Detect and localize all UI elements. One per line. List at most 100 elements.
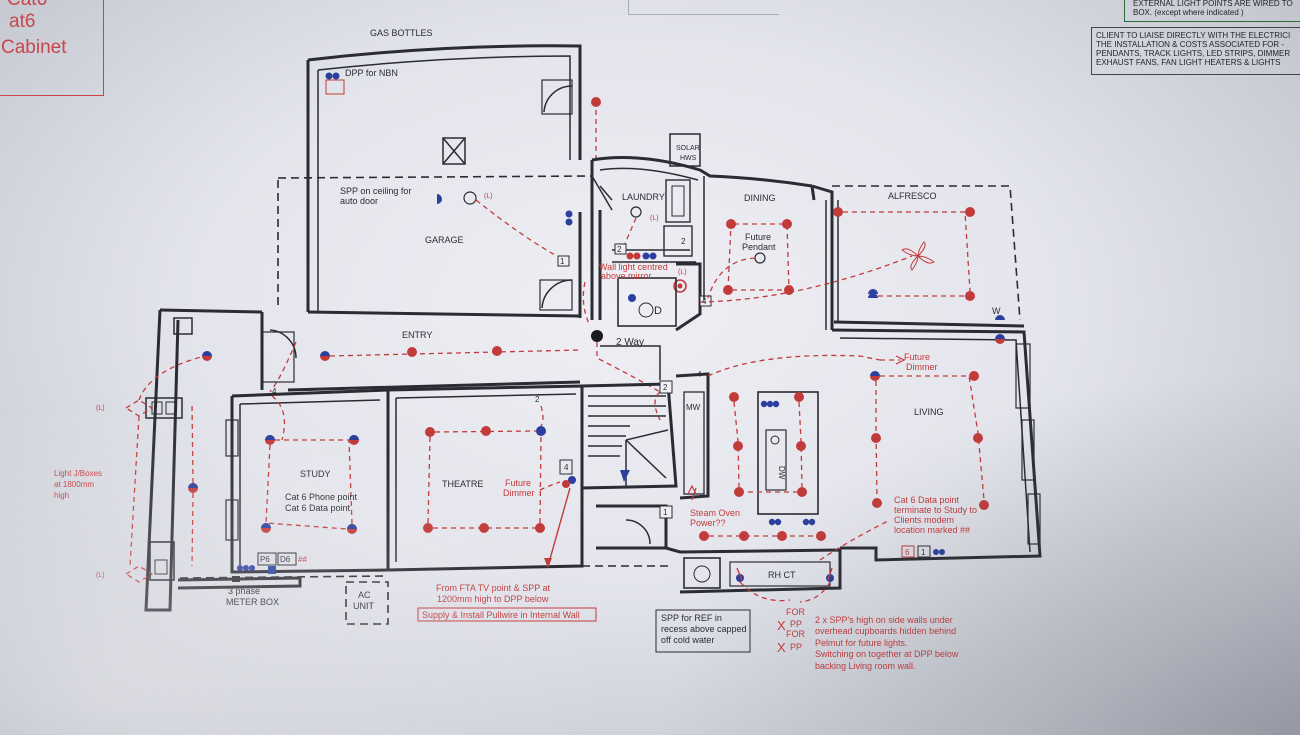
- cross-mark-icon: X: [777, 640, 786, 655]
- room-label: GARAGE: [425, 235, 464, 245]
- annotation-spp-ref: recess above capped: [661, 624, 747, 634]
- annotation-spp-side: overhead cupboards hidden behind: [815, 626, 956, 636]
- annotation-study-points: Cat 6 Data point: [285, 503, 351, 513]
- theatre-area: [387, 384, 584, 572]
- client-note-line: PENDANTS, TRACK LIGHTS, LED STRIPS, DIMM…: [1096, 49, 1291, 58]
- annotation-cat6-living: terminate to Study to: [894, 505, 977, 515]
- dining-area: [703, 176, 878, 330]
- l-mark: (L): [96, 405, 105, 412]
- two-way-switch-icon: [591, 330, 603, 342]
- switch-number: 4: [697, 370, 702, 379]
- room-label: W: [992, 306, 1001, 316]
- client-note: CLIENT TO LIAISE DIRECTLY WITH THE ELECT…: [1091, 27, 1300, 75]
- annotation-wall-light: Wall light centred: [599, 262, 668, 272]
- annotation-for: FOR: [786, 607, 805, 617]
- power-outlet-icon: [437, 194, 442, 204]
- annotation-light-boxes: Light J/Boxes: [54, 469, 102, 478]
- note-line: BOX. (except where indicated ): [1133, 8, 1244, 17]
- legend-line: at6: [9, 11, 36, 32]
- annotation-future-pendant: Pendant: [742, 242, 776, 252]
- annotation-future-dimmer: Future: [505, 478, 531, 488]
- annotation-ftv: 1200mm high to DPP below: [437, 594, 549, 604]
- l-mark: (L): [650, 215, 659, 222]
- ceiling-fan-icon: [901, 241, 935, 271]
- l-mark: (L): [96, 572, 105, 579]
- study-code: P6: [260, 555, 270, 564]
- spp-ref-box: [655, 609, 751, 653]
- pullwire-box: [417, 607, 597, 622]
- client-note-line: THE INSTALLATION & COSTS ASSOCIATED FOR …: [1096, 40, 1285, 49]
- annotation-pp: PP: [790, 642, 802, 652]
- switch-number: 4: [702, 297, 707, 306]
- switch-number: 1: [560, 257, 565, 266]
- living-area: [819, 328, 1042, 562]
- room-label: D: [654, 305, 662, 317]
- switch-number: 2: [663, 383, 668, 392]
- room-label: DW: [777, 466, 786, 480]
- switch-number: 2: [617, 245, 622, 254]
- room-label: ENTRY: [402, 330, 432, 340]
- annotation-dpp: DPP for NBN: [345, 68, 398, 78]
- study-code: D6: [280, 555, 291, 564]
- alfresco-area: [699, 185, 1025, 330]
- outside-units: [177, 565, 670, 625]
- switch-number: 2: [535, 395, 540, 404]
- annotation-spp-side: Pelmut for future lights.: [815, 638, 908, 648]
- porch-area: [124, 308, 297, 612]
- annotation-steam-oven: Power??: [690, 518, 726, 528]
- switch-number: 2: [681, 237, 686, 246]
- switch-number: 4: [272, 387, 277, 396]
- room-label: DINING: [744, 193, 776, 203]
- annotation-cat6-living: Cat 6 Data point: [894, 495, 960, 505]
- sheet-edge: [628, 0, 779, 15]
- room-label: LAUNDRY: [622, 192, 665, 202]
- entry-area: [202, 281, 661, 393]
- cross-mark-icon: X: [777, 618, 786, 633]
- light-jbox-icon: [124, 565, 154, 583]
- annotation-spp: SPP on ceiling for: [340, 186, 411, 196]
- annotation-wall-light: above mirror: [601, 271, 652, 281]
- annotation-future-dimmer: Dimmer: [906, 362, 938, 372]
- annotation-light-boxes: at 1800mm: [54, 480, 94, 489]
- kitchen-area: [665, 354, 881, 603]
- garage-walls: [277, 44, 593, 318]
- annotation-pp: PP: [790, 619, 802, 629]
- room-label: LIVING: [914, 407, 944, 417]
- switch-number: 4: [564, 463, 569, 472]
- ceiling-fan-box: [442, 137, 466, 165]
- room-label: ALFRESCO: [888, 191, 937, 201]
- room-label: THEATRE: [442, 479, 483, 489]
- annotation-future-dimmer: Future: [904, 352, 930, 362]
- room-label: AC: [358, 590, 371, 600]
- annotation-spp-side: Switching on together at DPP below: [815, 649, 959, 659]
- l-mark: (L): [484, 193, 493, 200]
- room-label: RH CT: [768, 570, 796, 580]
- notes-top-right: EXTERNAL LIGHT POINTS ARE WIRED TO BOX. …: [1124, 0, 1300, 22]
- annotation-meter: 3 phase: [228, 586, 260, 596]
- room-label: STUDY: [300, 469, 331, 479]
- annotation-pullwire: Supply & Install Pullwire in Internal Wa…: [422, 610, 580, 620]
- room-label: MW: [686, 403, 701, 412]
- light-jbox-icon: [124, 399, 154, 417]
- annotation-steam-oven: Steam Oven: [690, 508, 740, 518]
- living-code: 6: [905, 548, 910, 557]
- annotation-study-points: Cat 6 Phone point: [285, 492, 358, 502]
- annotation-spp-side: backing Living room wall.: [815, 661, 916, 671]
- laundry-area: [590, 133, 813, 332]
- garage-fixtures: [325, 72, 601, 267]
- study-area: [188, 388, 390, 582]
- living-code: 1: [921, 548, 926, 557]
- room-label: SOLAR: [676, 145, 700, 152]
- annotation-light-boxes: high: [54, 491, 69, 500]
- legend-line: Cabinet: [1, 37, 67, 58]
- annotation-two-way: 2 Way: [616, 337, 644, 348]
- l-mark: (L): [678, 269, 687, 276]
- room-label: GAS BOTTLES: [370, 28, 433, 38]
- annotation-spp: auto door: [340, 196, 378, 206]
- annotation-spp-ref: off cold water: [661, 635, 714, 645]
- annotation-future-dimmer: Dimmer: [503, 488, 535, 498]
